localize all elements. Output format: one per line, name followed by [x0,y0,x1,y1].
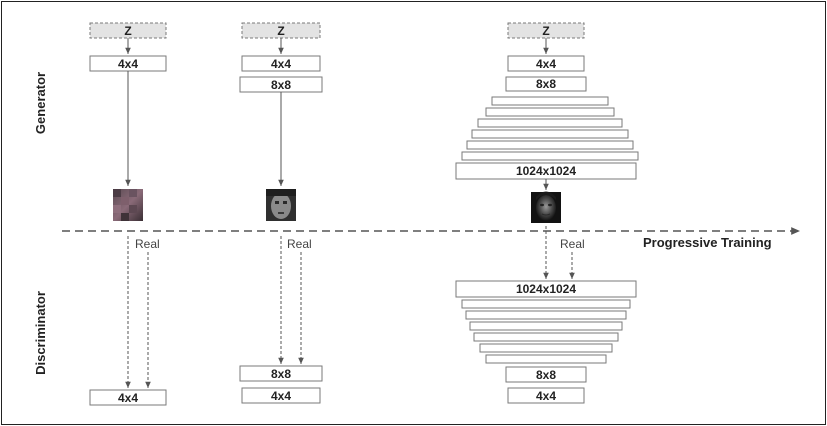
stage-3-real-label: Real [560,237,585,251]
stage-2-latent-label: Z [277,24,284,38]
stage-1-disc-block-label: 4x4 [118,391,138,405]
progressive-training-label: Progressive Training [643,235,772,250]
stage-2-disc-block-8x8 [239,365,323,382]
stage-3-disc-block-label-1: 8x8 [536,368,556,382]
stage-1-latent-box [89,22,167,39]
stage-3-gen-block-label-1: 8x8 [536,77,556,91]
stage-3-latent-label: Z [542,24,549,38]
generator-side-label: Generator [33,72,48,134]
discriminator-side-label: Discriminator [33,291,48,375]
stage-1-sample-image [113,189,143,221]
stage-3-gen-layer [485,107,615,117]
stage-1-gen-block-label: 4x4 [118,57,138,71]
stage-2-disc-block-label-1: 4x4 [271,389,291,403]
stage-3-latent-box [507,22,585,39]
stage-1-disc-block-4x4 [89,389,167,406]
stage-2-gen-block-label-0: 4x4 [271,57,291,71]
stage-3-gen-block-4x4 [507,55,585,72]
stage-1: Z 4x4 Real 4x4 [89,22,167,406]
stage-3-gen-block-label-0: 4x4 [536,57,556,71]
stage-3-gen-layer [477,118,623,128]
stage-3-disc-layer [479,343,613,353]
stage-3-gen-layer [461,151,639,161]
stage-3-disc-block-label-2: 4x4 [536,389,556,403]
stage-2: Z 4x4 8x8 Real 8x8 4x4 [239,22,323,404]
stage-3-disc-block-label-0: 1024x1024 [516,282,576,296]
stage-3-disc-block-1024x1024 [455,280,637,298]
stage-1-latent-label: Z [124,24,131,38]
stage-2-sample-image [266,189,296,221]
stage-3-gen-layer [471,129,629,139]
stage-2-disc-block-label-0: 8x8 [271,367,291,381]
stage-3-disc-layer [461,299,631,309]
stage-3: Z 4x4 8x8 1024x1024 Real 1024x1024 [455,22,639,404]
stage-2-disc-block-4x4 [241,387,321,404]
stage-3-disc-layer [465,310,627,320]
stage-3-gen-block-8x8 [505,76,587,92]
stage-3-disc-block-8x8 [505,366,587,383]
stage-3-disc-block-4x4 [507,387,585,404]
stage-3-disc-layer [469,321,623,331]
stage-2-gen-block-label-1: 8x8 [271,78,291,92]
stage-3-gen-block-label-2: 1024x1024 [516,164,576,178]
stage-3-disc-layer [473,332,619,342]
stage-1-real-label: Real [135,237,160,251]
stage-3-gen-layer [491,96,609,106]
stage-2-gen-block-4x4 [241,55,321,72]
stage-2-real-label: Real [287,237,312,251]
stage-3-gen-layer [466,140,634,150]
stage-3-disc-layer [485,354,607,364]
stage-3-sample-image [531,191,561,223]
